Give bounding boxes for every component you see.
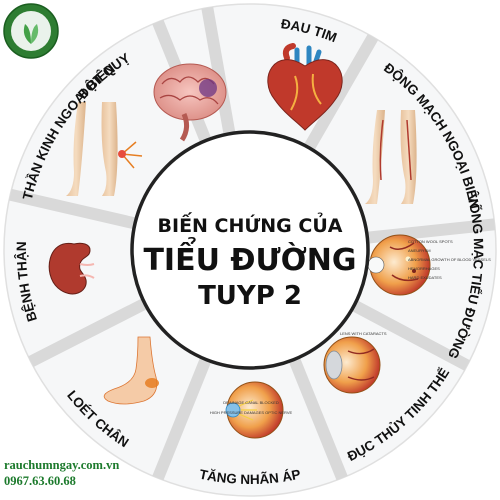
foot-ulcer-icon [103,336,159,405]
center-title-line3: TUYP 2 [198,281,302,311]
eye-cataract-icon: LENS WITH CATARACTS [323,331,387,394]
phone-text[interactable]: 0967.63.60.68 [4,474,76,488]
legs-nerve-icon [66,102,143,196]
annotation-text: LENS WITH CATARACTS [340,331,387,336]
eye-retina-icon: COTTON WOOL SPOTS ANEURYSM ABNORMAL GROWTH… [367,234,491,296]
sector-divider [303,33,379,151]
center-title-line1: BIẾN CHỨNG CỦA [158,211,343,237]
sector-divider [8,188,137,230]
brand-logo [2,2,60,60]
heart-icon [267,43,343,131]
sector-dividers [8,6,496,481]
website-text[interactable]: rauchumngay.com.vn [4,458,120,472]
brain-icon [153,63,227,142]
sector-divider [201,6,236,135]
sector-divider [351,300,471,371]
sector-divider [288,357,348,481]
sector-divider [152,357,212,481]
annotation-text: HEMORRHAGES [408,266,440,271]
eye-glaucoma-icon: DRAINAGE CANAL BLOCKED HIGH PRESSURE DAMA… [210,381,293,439]
annotation-text: ANEURYSM [408,248,431,253]
segment-label-tang-nhan-ap: TĂNG NHÃN ÁP [198,467,302,487]
leaf-icon [23,24,31,44]
annotation-text: HARD EXUDATES [408,275,442,280]
sector-divider [366,218,496,244]
annotation-text: HIGH PRESSURE DAMAGES OPTIC NERVE [210,410,293,415]
legs-artery-icon [365,110,417,204]
kidney-icon [48,242,95,295]
center-title-line2: TIỂU ĐƯỜNG [143,237,356,278]
sector-divider [28,298,148,368]
center-circle [130,130,370,370]
annotation-text: DRAINAGE CANAL BLOCKED [223,400,279,405]
annotation-text: ABNORMAL GROWTH OF BLOOD VESSELS [408,257,491,262]
annotation-text: COTTON WOOL SPOTS [408,239,453,244]
